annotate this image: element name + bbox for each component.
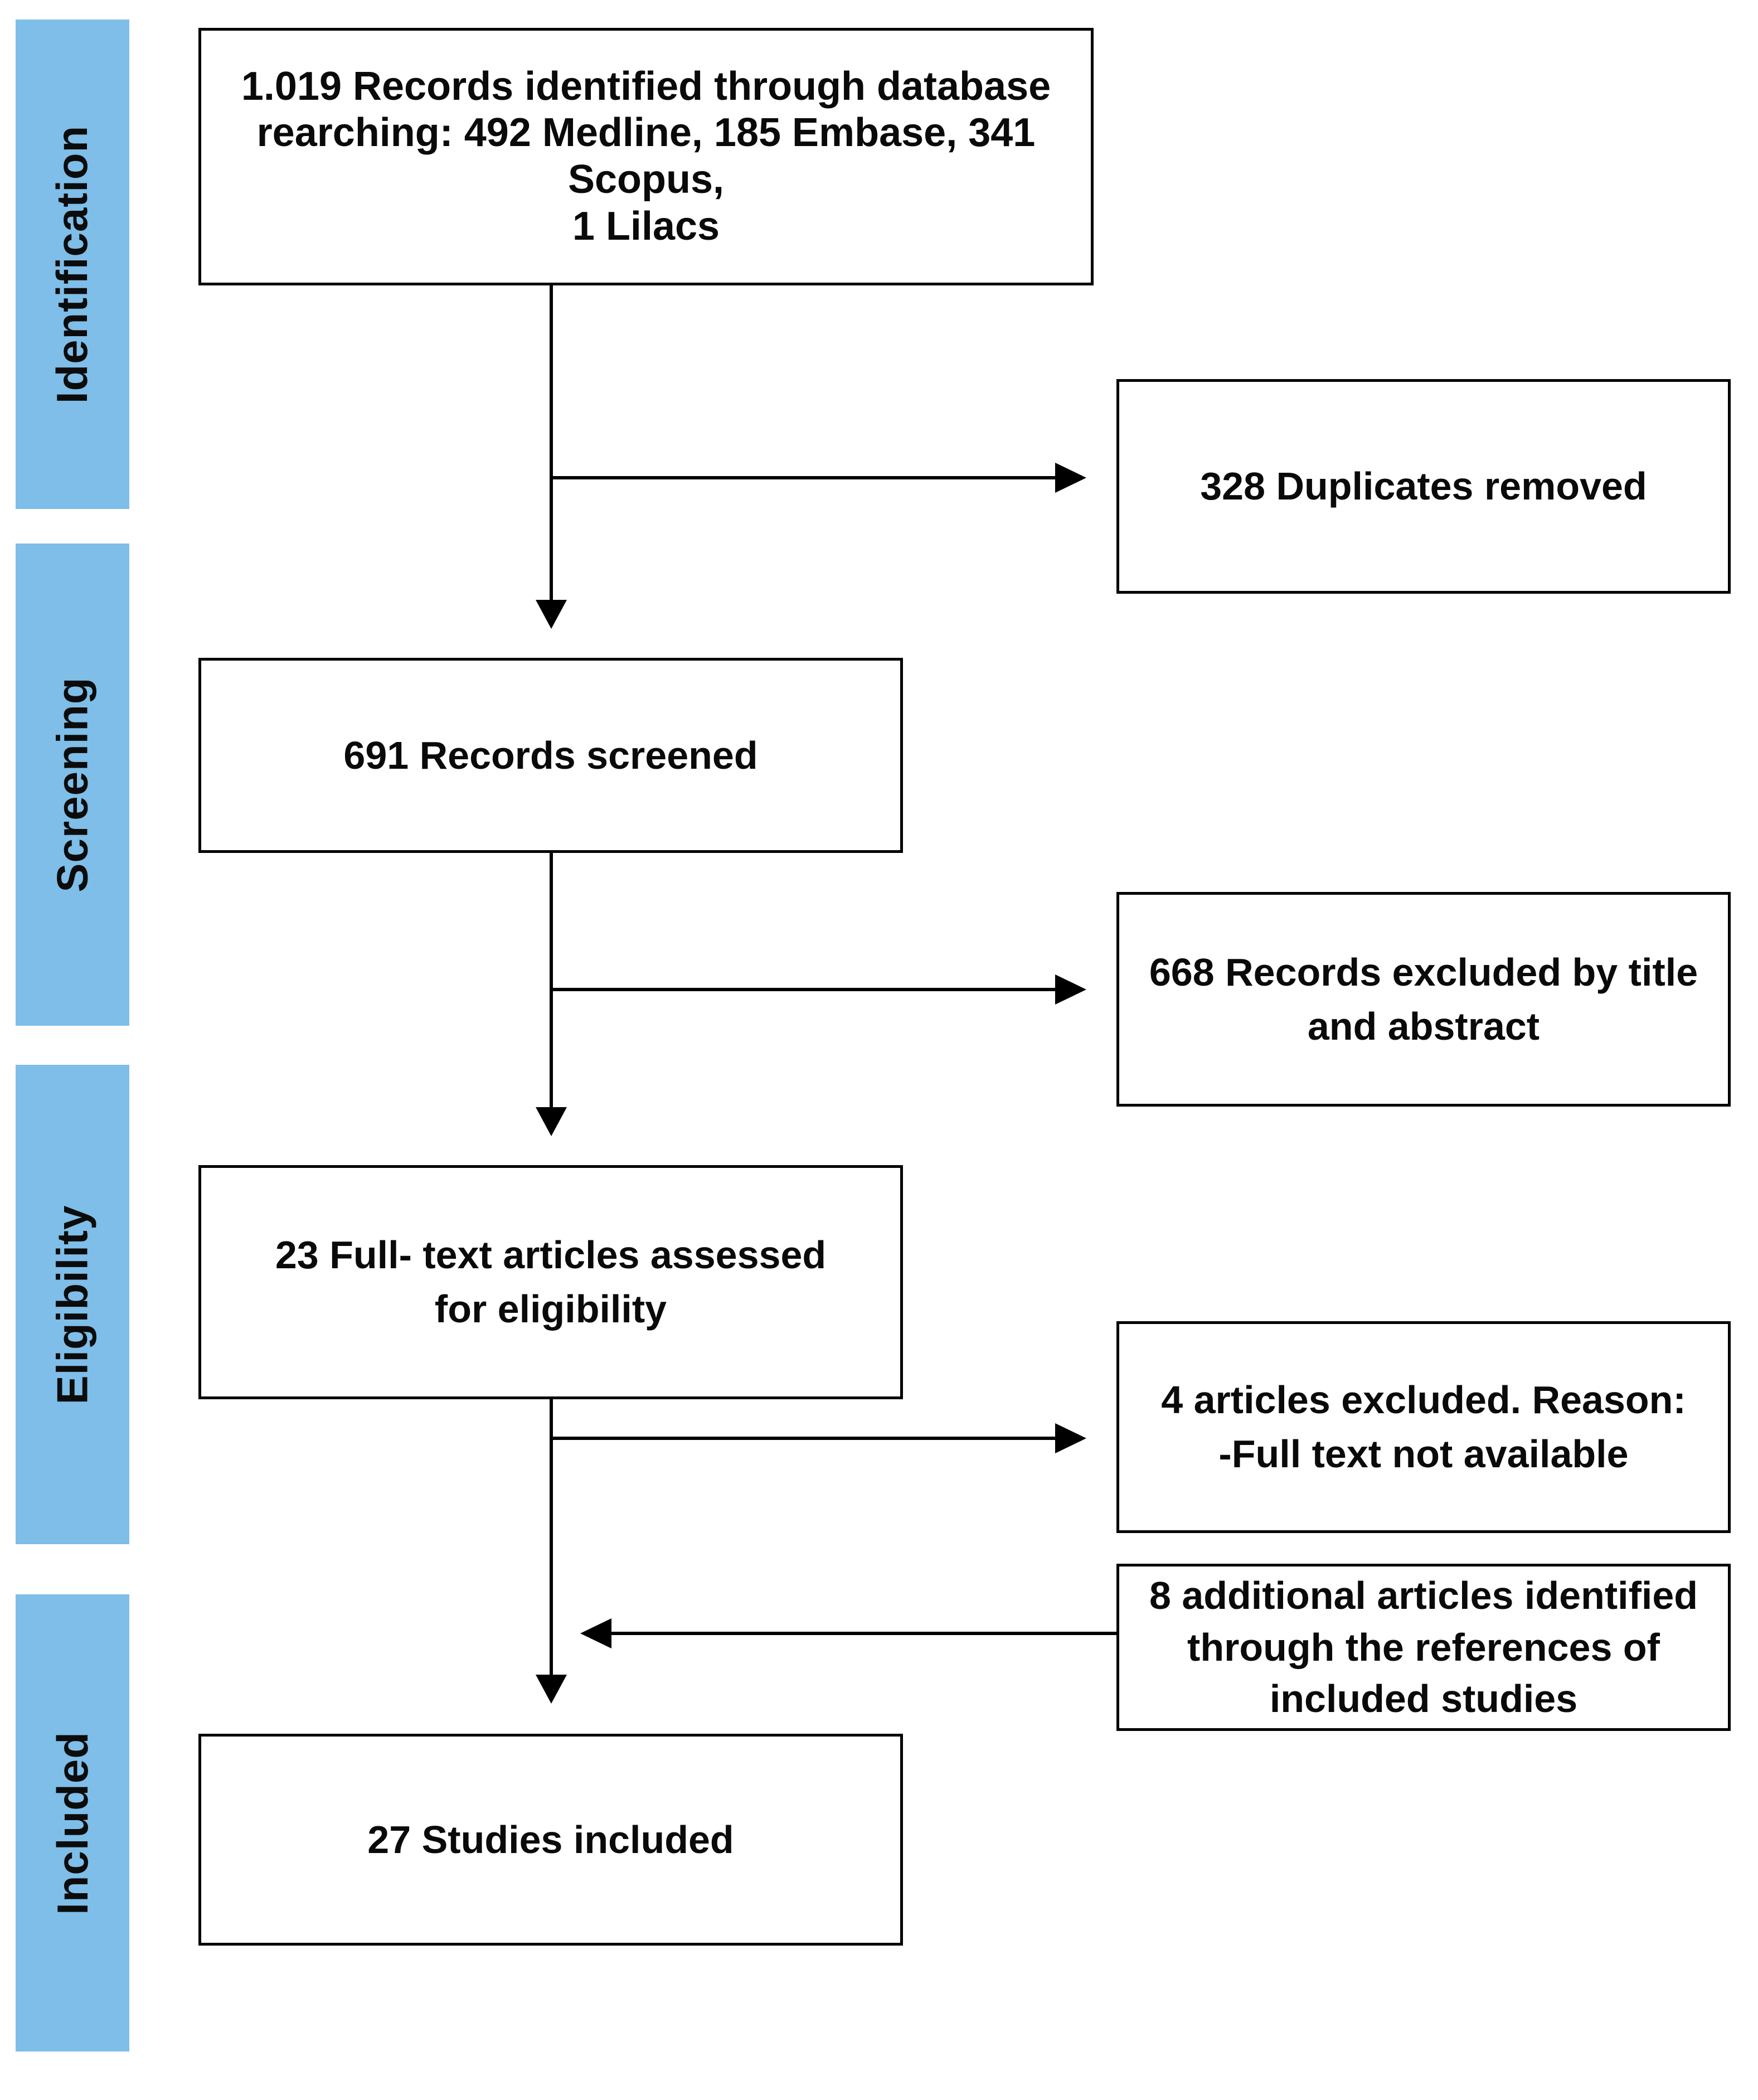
arrow-to-excluded-head <box>1055 974 1086 1005</box>
box-records-screened: 691 Records screened <box>198 658 903 853</box>
arrow-to-articles-excluded-head <box>1055 1423 1086 1453</box>
box-additional-articles: 8 additional articles identified through… <box>1116 1564 1731 1731</box>
arrow-screened-to-fulltext-head <box>536 1107 567 1136</box>
stage-label-screening: Screening <box>47 677 97 893</box>
stage-label-eligibility: Eligibility <box>47 1205 97 1404</box>
arrow-fulltext-to-included-head <box>536 1675 567 1704</box>
box-records-screened-text: 691 Records screened <box>343 733 758 777</box>
box-fulltext-assessed: 23 Full- text articles assessed for elig… <box>198 1165 903 1399</box>
arrow-identified-to-screened-shaft <box>550 285 553 602</box>
box-duplicates-removed-text: 328 Duplicates removed <box>1200 464 1647 508</box>
box-duplicates-removed: 328 Duplicates removed <box>1116 379 1731 594</box>
arrow-additional-to-flow-head <box>580 1618 611 1648</box>
arrow-identified-to-screened-head <box>536 600 567 629</box>
stage-label-included: Included <box>47 1731 97 1915</box>
box-additional-articles-text: 8 additional articles identified through… <box>1149 1574 1698 1721</box>
arrow-fulltext-to-included-shaft <box>550 1399 553 1677</box>
stage-band-eligibility: Eligibility <box>16 1065 129 1544</box>
box-records-excluded: 668 Records excluded by title and abstra… <box>1116 892 1731 1107</box>
stage-band-screening: Screening <box>16 544 129 1026</box>
box-fulltext-assessed-text: 23 Full- text articles assessed for elig… <box>275 1233 827 1331</box>
box-articles-excluded-text: 4 articles excluded. Reason: -Full text … <box>1161 1378 1686 1476</box>
stage-label-identification: Identification <box>47 125 97 404</box>
box-records-identified: 1.019 Records identified through databas… <box>198 28 1094 285</box>
stage-band-identification: Identification <box>16 20 129 509</box>
box-studies-included: 27 Studies included <box>198 1734 903 1946</box>
arrow-additional-to-flow-shaft <box>611 1632 1116 1635</box>
arrow-to-duplicates-head <box>1055 463 1086 493</box>
box-studies-included-text: 27 Studies included <box>367 1817 734 1861</box>
box-records-excluded-text: 668 Records excluded by title and abstra… <box>1149 950 1698 1048</box>
box-records-identified-text: 1.019 Records identified through databas… <box>241 64 1051 249</box>
arrow-to-articles-excluded-shaft <box>551 1437 1055 1440</box>
box-articles-excluded: 4 articles excluded. Reason: -Full text … <box>1116 1321 1731 1533</box>
arrow-screened-to-fulltext-shaft <box>550 853 553 1109</box>
arrow-to-duplicates-shaft <box>551 476 1055 479</box>
stage-band-included: Included <box>16 1594 129 2051</box>
arrow-to-excluded-shaft <box>551 988 1055 991</box>
